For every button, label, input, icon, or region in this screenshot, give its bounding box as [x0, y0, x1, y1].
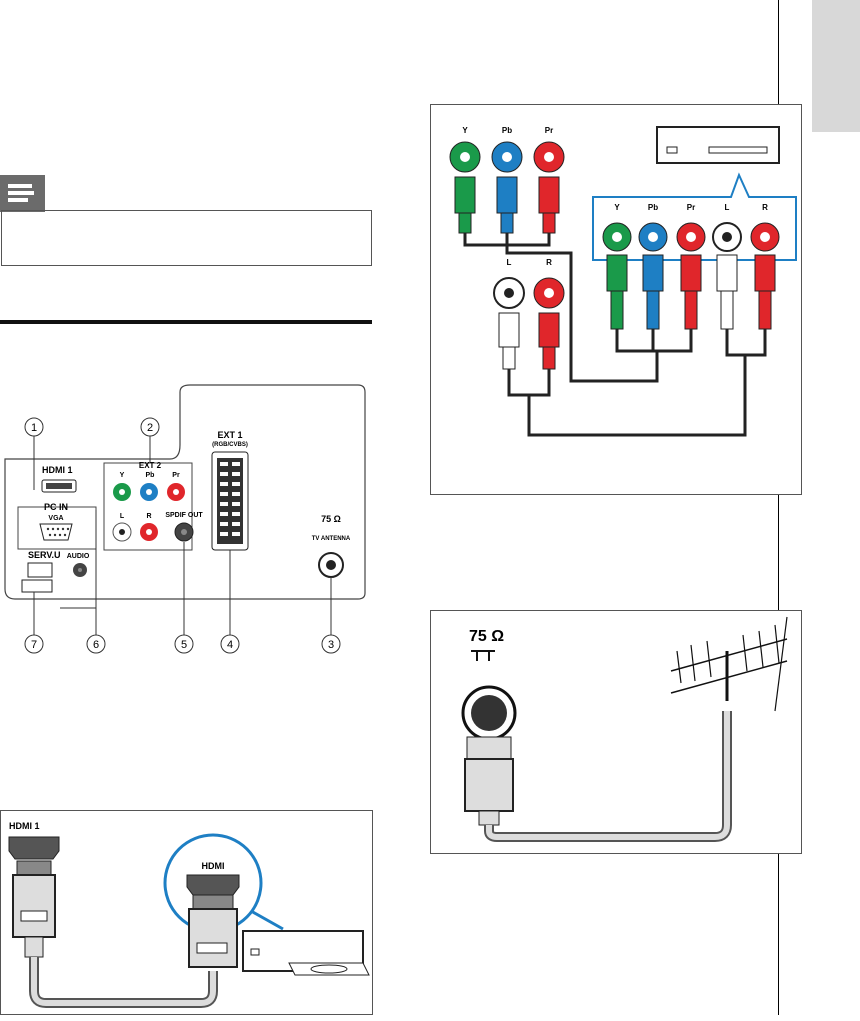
callout-6: 6	[86, 634, 106, 654]
svg-text:TV ANTENNA: TV ANTENNA	[312, 536, 351, 542]
svg-text:R: R	[546, 258, 552, 267]
pr-plug	[533, 141, 565, 234]
callout-7: 7	[24, 634, 44, 654]
callout-4: 4	[220, 634, 240, 654]
svg-text:Pr: Pr	[172, 472, 180, 479]
svg-text:L: L	[120, 513, 125, 520]
antenna-diagram: 75 Ω	[461, 616, 788, 842]
svg-text:(RGB/CVBS): (RGB/CVBS)	[212, 442, 248, 448]
svg-text:Pb: Pb	[648, 203, 658, 212]
svg-text:SERV.U: SERV.U	[28, 550, 61, 560]
component-diagram-frame: Y Pb Pr L R Y Pb Pr L R	[430, 104, 802, 495]
section-rule	[0, 320, 372, 324]
svg-text:Pb: Pb	[502, 126, 512, 135]
antenna-diagram-frame: 75 Ω	[430, 610, 802, 854]
svg-text:R: R	[146, 513, 151, 520]
svg-text:3: 3	[328, 639, 334, 651]
svg-text:SPDIF OUT: SPDIF OUT	[165, 512, 203, 519]
svg-text:75 Ω: 75 Ω	[321, 514, 341, 524]
r-plug	[533, 277, 565, 370]
svg-text:HDMI 1: HDMI 1	[9, 821, 40, 831]
svg-text:Pr: Pr	[687, 203, 695, 212]
svg-text:Y: Y	[614, 203, 620, 212]
svg-text:Pr: Pr	[545, 126, 553, 135]
y-plug	[449, 141, 481, 234]
svg-text:HDMI: HDMI	[202, 861, 225, 871]
svg-text:75 Ω: 75 Ω	[469, 628, 504, 645]
hdmi-diagram: HDMI 1 HDMI	[8, 821, 370, 1008]
svg-text:L: L	[507, 258, 512, 267]
svg-text:VGA: VGA	[48, 515, 63, 522]
l-plug	[493, 277, 525, 370]
vga-port	[39, 523, 73, 541]
note-icon	[0, 175, 45, 212]
callout-2: 2	[140, 417, 160, 437]
svg-text:EXT 1: EXT 1	[217, 430, 242, 440]
svg-text:AUDIO: AUDIO	[67, 553, 90, 560]
svg-text:Y: Y	[120, 472, 125, 479]
pb-plug	[491, 141, 523, 234]
svg-text:Pb: Pb	[146, 472, 155, 479]
callout-1: 1	[24, 417, 44, 437]
servu-port	[27, 562, 53, 578]
svg-text:5: 5	[181, 639, 187, 651]
svg-text:6: 6	[93, 639, 99, 651]
rear-connectors-diagram: 1 2 HDMI 1 EXT 2 Y Pb Pr L R PC IN VGA S…	[4, 384, 366, 654]
svg-text:4: 4	[227, 639, 233, 651]
svg-text:2: 2	[147, 422, 153, 434]
svg-text:Y: Y	[462, 126, 468, 135]
hdmi1-label: HDMI 1	[42, 465, 73, 475]
callout-3: 3	[321, 634, 341, 654]
page-divider-line	[778, 0, 779, 1015]
svg-text:EXT 2: EXT 2	[139, 461, 162, 470]
component-diagram: Y Pb Pr L R Y Pb Pr L R	[449, 126, 797, 437]
svg-text:7: 7	[31, 639, 37, 651]
svg-text:1: 1	[31, 422, 37, 434]
language-tab	[812, 0, 860, 132]
callout-5: 5	[174, 634, 194, 654]
svg-text:PC IN: PC IN	[44, 502, 68, 512]
svg-text:L: L	[725, 203, 730, 212]
hdmi-diagram-frame: HDMI 1 HDMI	[0, 810, 373, 1015]
note-box	[1, 210, 372, 266]
svg-text:R: R	[762, 203, 768, 212]
